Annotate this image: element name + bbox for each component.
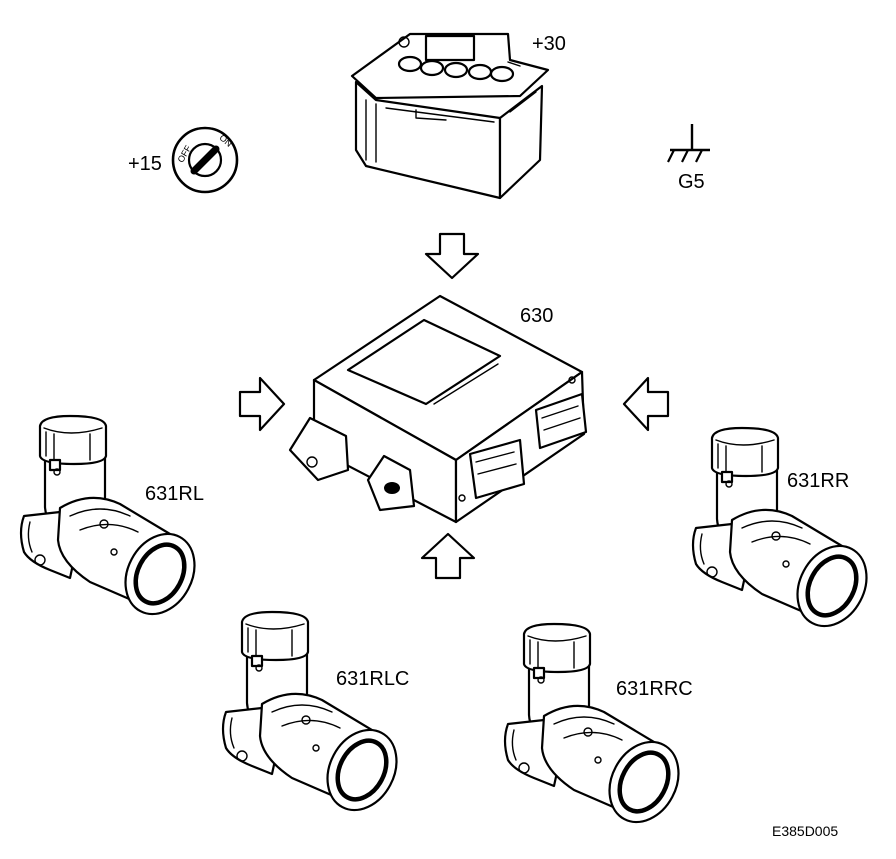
ground-label: G5 <box>678 171 705 193</box>
sensor-rl-label: 631RL <box>145 483 204 505</box>
control-module-icon <box>288 294 588 524</box>
ignition-switch-icon: OFF ON <box>171 126 239 194</box>
sensor-rl-icon <box>21 416 208 626</box>
sensor-rlc-icon <box>223 612 410 822</box>
sensor-rlc-label: 631RLC <box>336 668 409 690</box>
arrow-bottom-icon <box>420 532 476 580</box>
arrow-top-icon <box>424 232 480 280</box>
arrow-left-icon <box>238 376 286 432</box>
sensor-rr-icon <box>693 428 880 638</box>
sensor-rrc-label: 631RRC <box>616 678 693 700</box>
battery-label: +30 <box>532 33 566 55</box>
control-module-label: 630 <box>520 305 553 327</box>
ground-icon <box>667 124 710 163</box>
ignition-label: +15 <box>128 153 162 175</box>
sensor-rrc-icon <box>505 624 692 834</box>
arrow-right-icon <box>622 376 670 432</box>
battery-icon <box>350 32 550 200</box>
figure-code: E385D005 <box>772 823 838 839</box>
sensor-rr-label: 631RR <box>787 470 849 492</box>
